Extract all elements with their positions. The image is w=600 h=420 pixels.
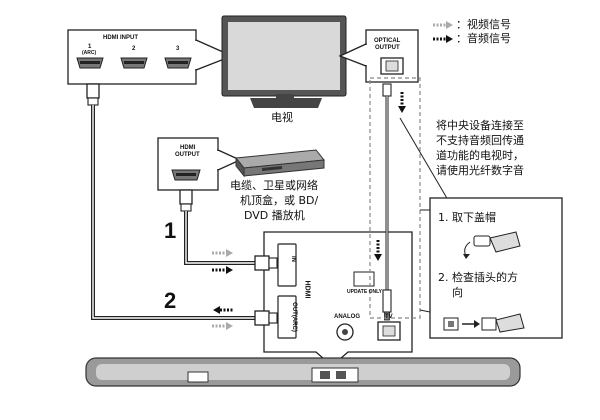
hdmi-port-2-label: 2 bbox=[132, 46, 136, 52]
optical-audio-arrow-top bbox=[398, 92, 406, 113]
audio-signal-arrow-in bbox=[212, 266, 233, 274]
optical-title-line1: OPTICAL bbox=[374, 38, 401, 44]
hdmi-cable-tv-arc bbox=[86, 83, 255, 320]
steps-box bbox=[419, 197, 563, 339]
source-hdmi-output-line2: OUTPUT bbox=[175, 152, 200, 158]
tv-illustration bbox=[221, 15, 347, 108]
soundbar-rear-panel bbox=[263, 231, 413, 367]
hdmi-port-3-label: 3 bbox=[176, 46, 180, 52]
plug-orientation-illustration bbox=[443, 313, 525, 333]
hdmi-port-1-arc: (ARC) bbox=[82, 50, 97, 56]
source-label-line1: 电缆、卫星或网络 bbox=[230, 179, 318, 192]
source-hdmi-output-callout bbox=[157, 137, 242, 191]
hdmi-port-1-label: 1 bbox=[88, 44, 92, 50]
hdmi-plug-in bbox=[254, 255, 278, 271]
soundbar-out-label: OUT(ARC) bbox=[290, 302, 297, 332]
video-signal-arrow-in bbox=[212, 249, 233, 257]
hdmi-port-2 bbox=[120, 57, 148, 69]
soundbar-tv-label: TV bbox=[385, 314, 393, 320]
step1-label: 1. 取下盖帽 bbox=[438, 211, 496, 224]
connection-number-1: 1 bbox=[164, 218, 177, 243]
step2-label-line1: 2. 检查插头的方 bbox=[438, 271, 518, 284]
soundbar-analog-label: ANALOG bbox=[334, 314, 360, 320]
tv-optical-output-callout bbox=[338, 29, 419, 83]
note-line2: 不支持音频回传通 bbox=[436, 134, 524, 147]
legend-audio-label: ：音频信号 bbox=[456, 32, 511, 45]
legend-video-label: ：视频信号 bbox=[456, 18, 511, 31]
source-label-line3: DVD 播放机 bbox=[244, 209, 305, 222]
legend-video-arrow bbox=[433, 21, 453, 29]
bd-player-illustration bbox=[235, 149, 325, 178]
soundbar-in-label: IN bbox=[290, 256, 296, 262]
hdmi-input-title: HDMI INPUT bbox=[103, 35, 138, 41]
note-line3: 道功能的电视时， bbox=[436, 149, 524, 162]
note-pointer-line bbox=[399, 117, 449, 201]
tv-hdmi-input-callout bbox=[67, 29, 234, 85]
hdmi-port-3 bbox=[164, 57, 192, 69]
optical-dashed-box bbox=[369, 77, 421, 319]
soundbar-illustration bbox=[85, 357, 521, 387]
step2-label-line2: 向 bbox=[452, 286, 463, 299]
optical-title-line2: OUTPUT bbox=[375, 45, 400, 51]
soundbar-hdmi-logo: HDMI bbox=[303, 280, 311, 299]
hdmi-cable-source bbox=[179, 189, 255, 265]
cap-removal-illustration bbox=[463, 231, 521, 259]
source-hdmi-output-line1: HDMI bbox=[180, 145, 196, 151]
optical-audio-arrow-bottom bbox=[374, 240, 382, 261]
soundbar-update-only: UPDATE ONLY bbox=[347, 289, 383, 295]
note-line1: 将中央设备连接至 bbox=[436, 119, 524, 132]
legend-audio-arrow bbox=[433, 35, 453, 43]
note-line4: 请使用光纤数字音 bbox=[436, 164, 524, 177]
tv-label: 电视 bbox=[271, 111, 293, 124]
video-signal-arrow-out bbox=[212, 322, 233, 330]
connection-number-2: 2 bbox=[164, 288, 177, 313]
hdmi-port-1 bbox=[76, 57, 104, 69]
optical-cable bbox=[382, 83, 392, 321]
hdmi-plug-out bbox=[254, 310, 278, 326]
audio-signal-arrow-out bbox=[213, 306, 234, 314]
source-label-line2: 机顶盒，或 BD/ bbox=[240, 194, 319, 207]
